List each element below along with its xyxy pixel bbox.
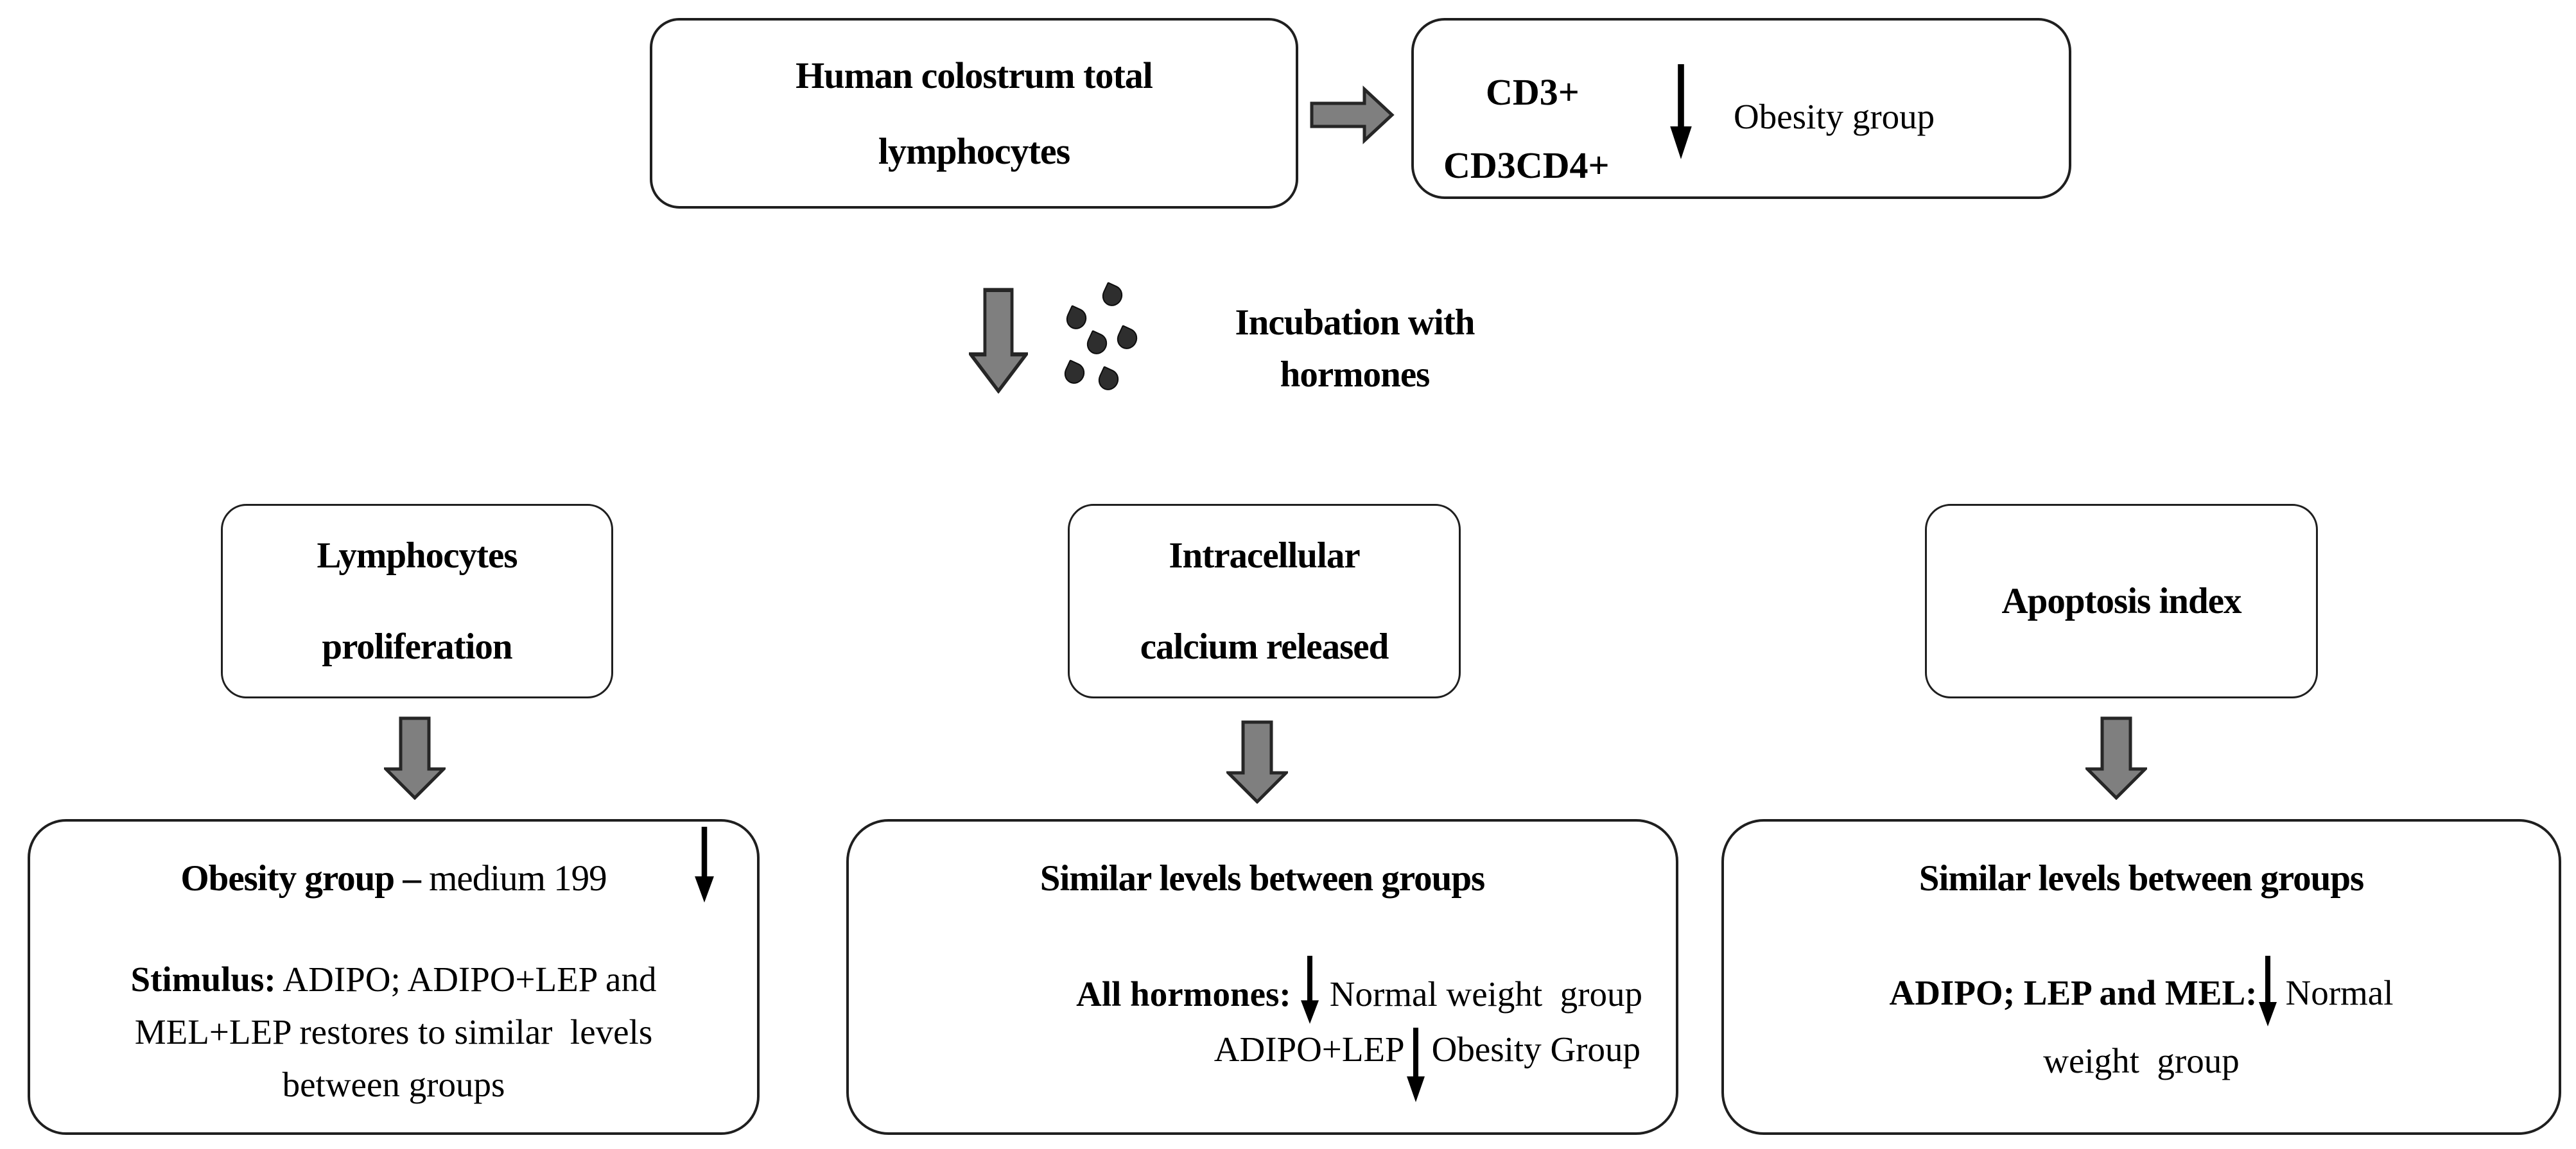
incubation-down-arrow-icon [969, 288, 1028, 393]
droplet-icon [1099, 281, 1126, 310]
colostrum-box: Human colostrum total lymphocytes [650, 18, 1298, 209]
body-line1: Stimulus: ADIPO; ADIPO+LEP and [130, 960, 657, 999]
calcium-result-line2: All hormones:Normal weight group [849, 956, 1676, 1024]
apoptosis-result-line3: weight group [2043, 1041, 2240, 1080]
hormone-drops-icon [1059, 281, 1156, 398]
colostrum-line1: Human colostrum total [796, 54, 1153, 96]
proliferation-result-headline: Obesity group – medium 199 [30, 858, 757, 899]
apoptosis-box: Apoptosis index [1925, 504, 2318, 698]
droplet-icon [1095, 365, 1122, 394]
headline-regular: medium 199 [429, 858, 607, 899]
decrease-arrow-icon [1406, 1028, 1425, 1102]
calcium-result-box: Similar levels between groups All hormon… [846, 819, 1678, 1135]
cd3-group-label: Obesity group [1734, 97, 1935, 136]
droplet-icon [1063, 304, 1090, 333]
droplet-icon [1083, 329, 1111, 358]
incubation-line2: hormones [1280, 354, 1431, 395]
decrease-arrow-icon [695, 827, 714, 903]
decrease-arrow-icon [2259, 956, 2277, 1026]
apoptosis-line1: Apoptosis index [2001, 580, 2241, 621]
down-arrow-icon [384, 716, 446, 800]
apoptosis-result-box: Similar levels between groups ADIPO; LEP… [1721, 819, 2561, 1135]
down-arrow-icon [1226, 720, 1288, 804]
calcium-result-headline: Similar levels between groups [1040, 858, 1485, 899]
incubation-line1: Incubation with [1235, 302, 1475, 343]
droplet-icon [1061, 359, 1088, 388]
cd3-results-box: CD3+ CD3CD4+ Obesity group [1411, 18, 2071, 199]
incubation-label: Incubation with hormones [1175, 297, 1535, 401]
proliferation-result-box: Obesity group – medium 199 Stimulus: ADI… [28, 819, 760, 1135]
decrease-arrow-icon [1300, 956, 1319, 1024]
calcium-line1: Intracellular [1169, 535, 1360, 576]
cd3-marker: CD3+ [1486, 71, 1580, 113]
calcium-box: Intracellular calcium released [1068, 504, 1461, 698]
droplet-icon [1113, 324, 1141, 353]
body-line3: between groups [282, 1065, 505, 1104]
body-line2: MEL+LEP restores to similar levels [134, 1012, 653, 1051]
proliferation-result-body: Stimulus: ADIPO; ADIPO+LEP and MEL+LEP r… [30, 953, 757, 1111]
headline-bold: Obesity group – [180, 858, 430, 899]
proliferation-line1: Lymphocytes [317, 535, 518, 576]
proliferation-box: Lymphocytes proliferation [221, 504, 613, 698]
calcium-line2: calcium released [1140, 626, 1389, 667]
apoptosis-result-headline: Similar levels between groups [1919, 858, 2364, 899]
colostrum-line2: lymphocytes [878, 130, 1070, 172]
proliferation-line2: proliferation [322, 626, 512, 667]
right-arrow-icon [1310, 85, 1395, 144]
down-arrow-icon [2085, 716, 2147, 800]
decrease-arrow-icon [1670, 64, 1692, 159]
apoptosis-result-line2: ADIPO; LEP and MEL:Normal [1724, 956, 2559, 1026]
cd3cd4-marker: CD3CD4+ [1443, 144, 1610, 186]
